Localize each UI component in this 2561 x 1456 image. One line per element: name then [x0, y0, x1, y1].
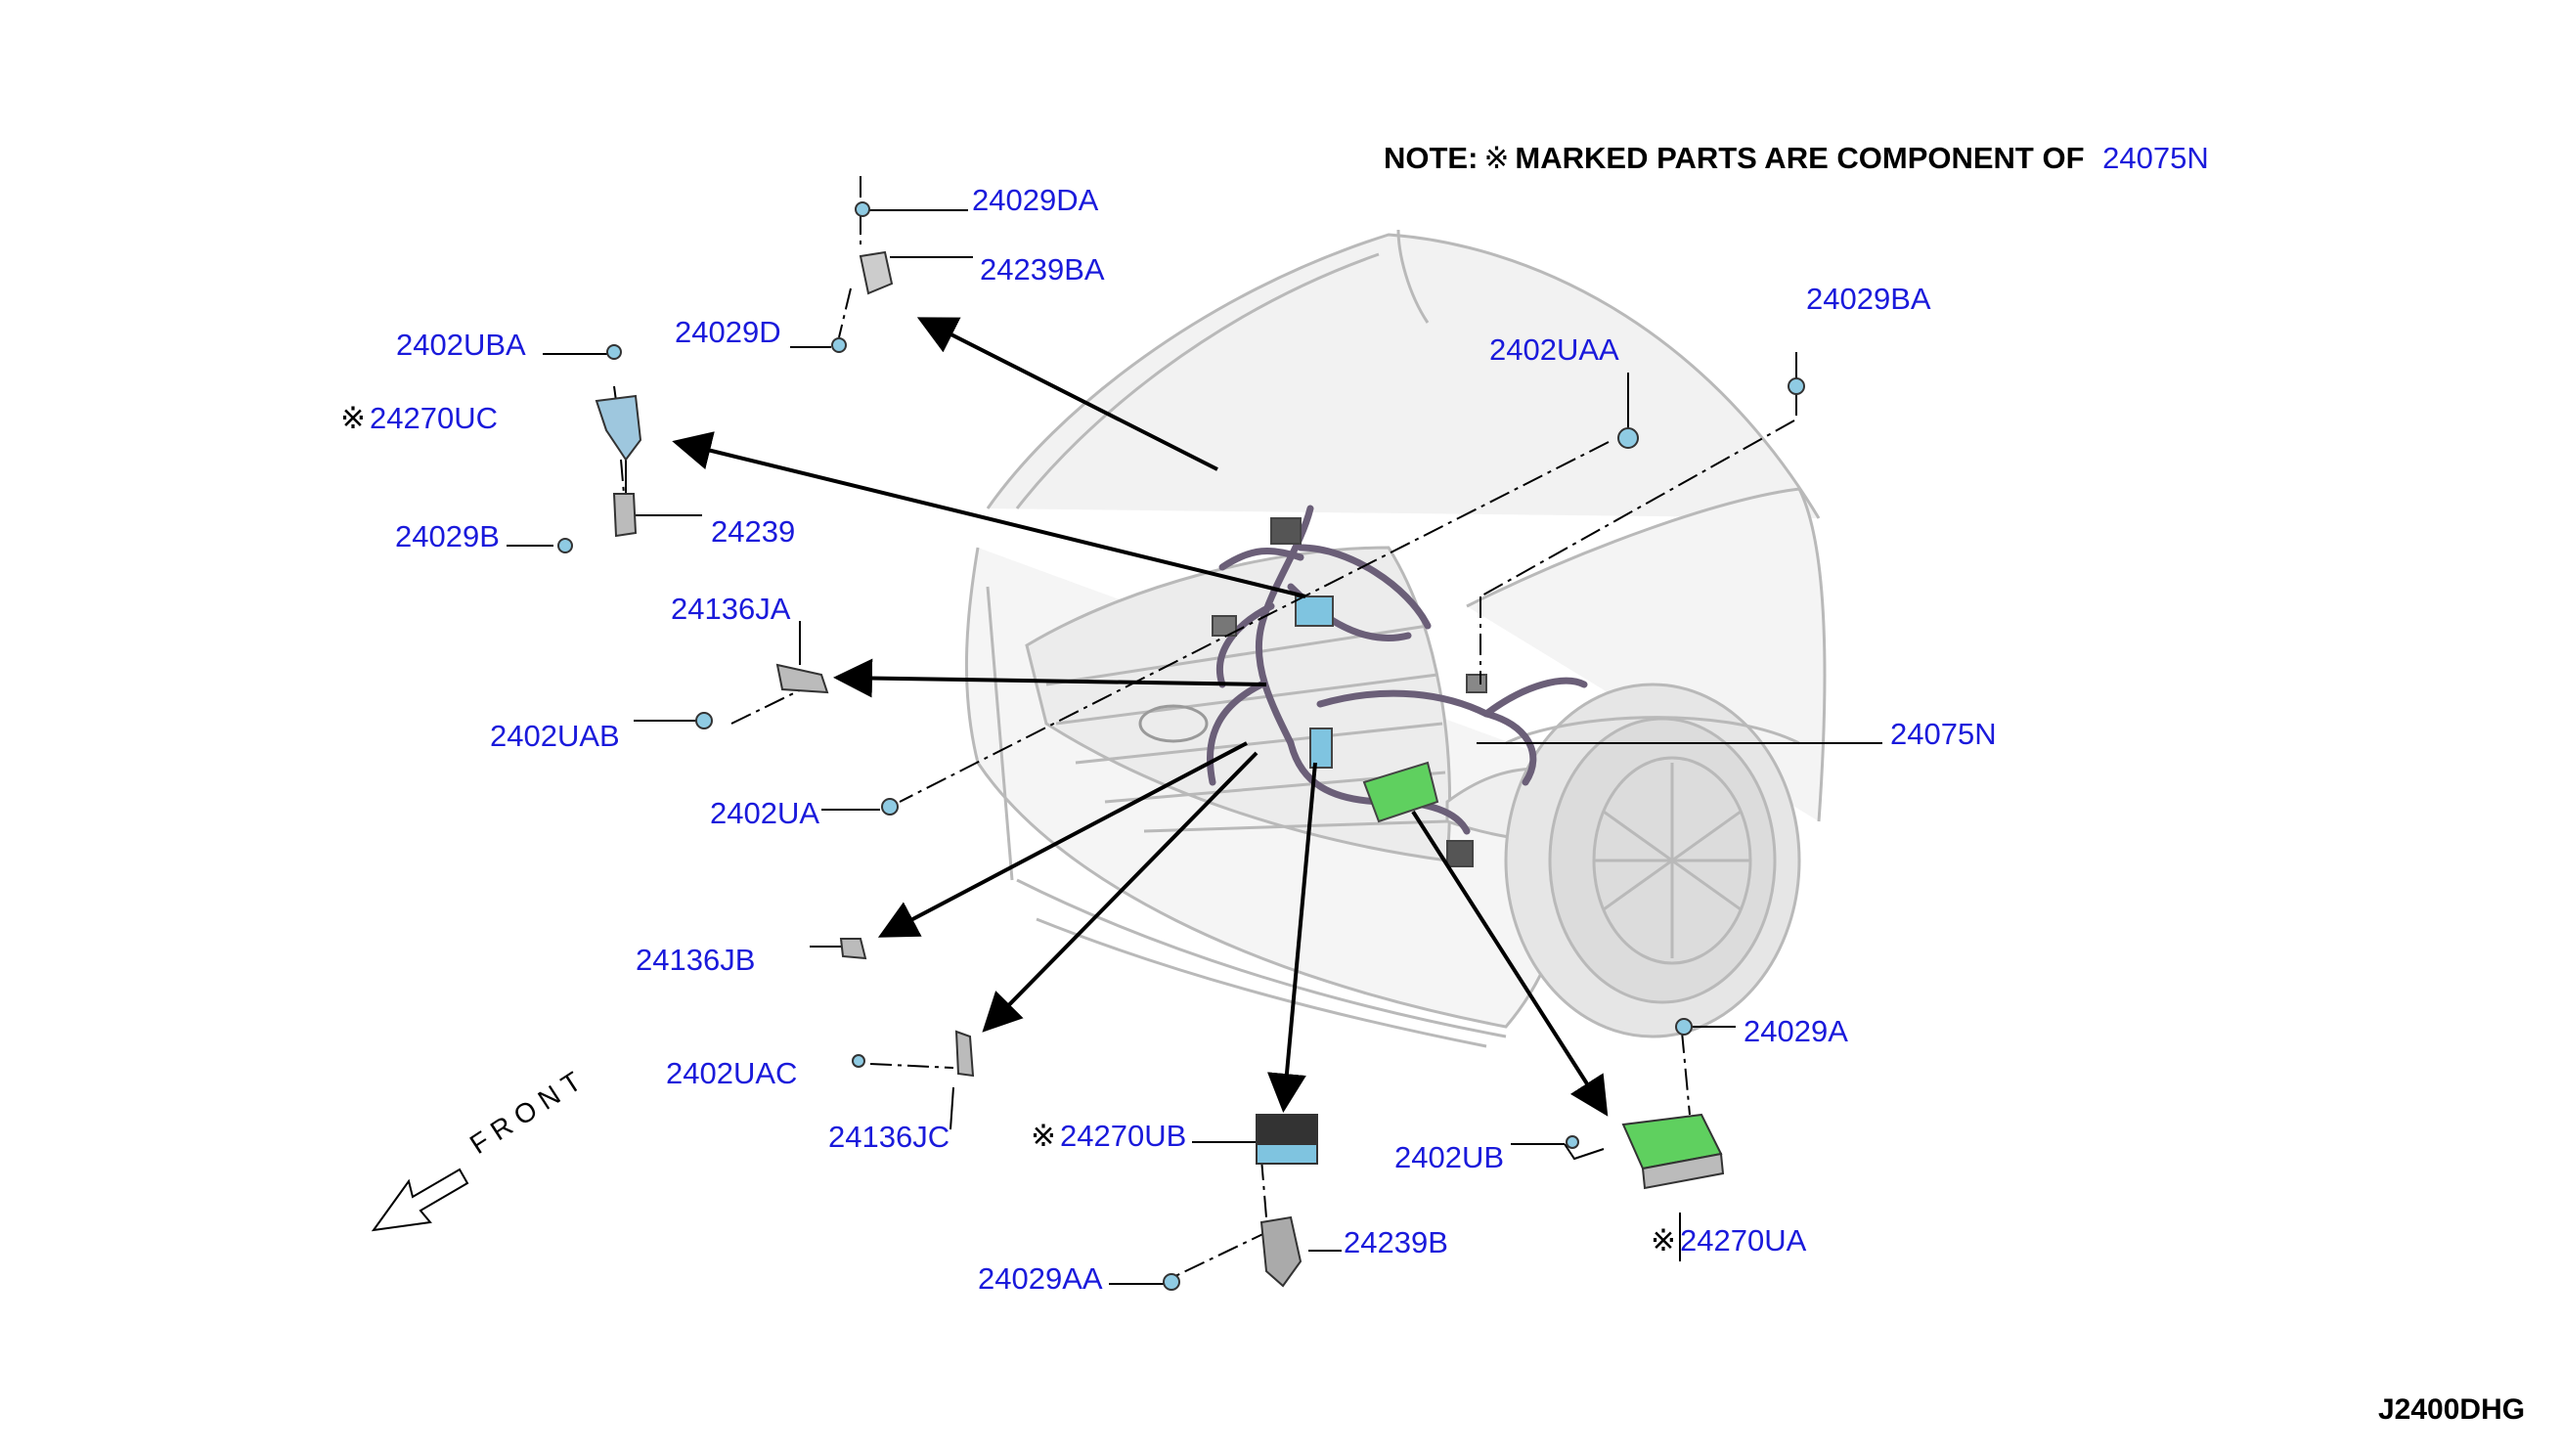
part-label-24075N[interactable]: 24075N — [1890, 717, 1997, 751]
marked-symbol: ※ — [340, 401, 366, 435]
note-text: NOTE:※MARKED PARTS ARE COMPONENT OF 2407… — [1384, 142, 2209, 175]
front-arrow-icon — [371, 1168, 469, 1232]
part-label-24136JC[interactable]: 24136JC — [828, 1120, 950, 1154]
harness-connectors — [1212, 517, 1487, 867]
part-label-2402UB[interactable]: 2402UB — [1394, 1140, 1505, 1174]
part-label-24239B[interactable]: 24239B — [1344, 1225, 1448, 1259]
part-label-2402UAA[interactable]: 2402UAA — [1489, 332, 1619, 367]
part-id: 24270UA — [1679, 1223, 1807, 1257]
part-label-24029B[interactable]: 24029B — [395, 519, 500, 553]
part-label-24029AA[interactable]: 24029AA — [978, 1261, 1103, 1296]
part-label-24270UA[interactable]: ※24270UA — [1651, 1224, 1806, 1257]
part-label-24136JB[interactable]: 24136JB — [636, 943, 756, 977]
part-label-2402UAB[interactable]: 2402UAB — [490, 719, 620, 753]
part-label-2402UAC[interactable]: 2402UAC — [666, 1056, 798, 1090]
marked-symbol: ※ — [1651, 1223, 1676, 1257]
callout-arrows — [672, 317, 1609, 1117]
diagram-code: J2400DHG — [2378, 1393, 2526, 1426]
part-label-24239[interactable]: 24239 — [711, 514, 796, 549]
small-parts — [557, 201, 1805, 1291]
part-label-24029BA[interactable]: 24029BA — [1806, 282, 1931, 316]
part-label-24136JA[interactable]: 24136JA — [671, 592, 791, 626]
part-label-24029DA[interactable]: 24029DA — [972, 183, 1099, 217]
part-label-2402UBA[interactable]: 2402UBA — [396, 328, 526, 362]
note-ref-part[interactable]: 24075N — [2102, 141, 2209, 175]
part-label-24270UC[interactable]: ※24270UC — [340, 402, 498, 435]
note-body: MARKED PARTS ARE COMPONENT OF — [1515, 141, 2085, 175]
part-label-2402UA[interactable]: 2402UA — [710, 796, 820, 830]
part-label-24239BA[interactable]: 24239BA — [980, 252, 1105, 287]
marked-symbol: ※ — [1031, 1119, 1056, 1153]
vehicle-body — [964, 229, 1827, 1048]
note-symbol: ※ — [1483, 141, 1510, 175]
part-id: 24270UC — [369, 401, 498, 435]
part-label-24029D[interactable]: 24029D — [675, 315, 781, 349]
chain-lines — [613, 176, 1795, 1277]
note-prefix: NOTE: — [1384, 141, 1479, 175]
part-label-24029A[interactable]: 24029A — [1744, 1014, 1848, 1048]
part-id: 24270UB — [1059, 1119, 1187, 1153]
leader-lines — [507, 209, 1882, 1285]
part-label-24270UB[interactable]: ※24270UB — [1031, 1120, 1186, 1153]
